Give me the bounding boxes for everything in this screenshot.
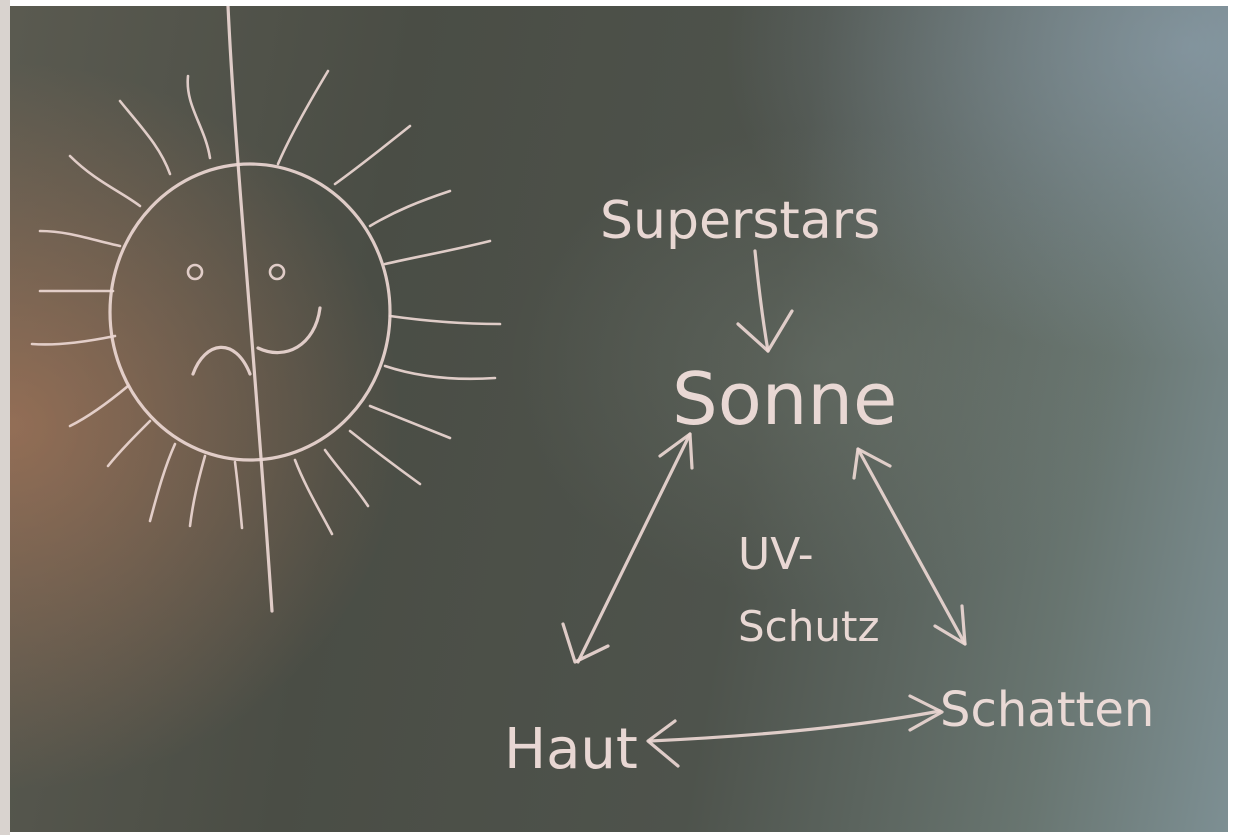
chalkboard: Superstars Sonne UV- Schutz Haut Schatte… xyxy=(10,6,1228,832)
sun-rays xyxy=(30,69,502,536)
arrow-sonne-haut xyxy=(561,432,694,664)
sun-dividing-line xyxy=(226,6,274,613)
sun-right-eye xyxy=(268,263,286,281)
word-sonne: Sonne xyxy=(672,357,897,441)
arrow-haut-schatten xyxy=(646,694,944,768)
word-haut: Haut xyxy=(504,717,638,782)
arrow-sonne-schatten xyxy=(852,447,967,646)
word-uv: UV- xyxy=(738,529,814,580)
word-superstars: Superstars xyxy=(600,191,880,251)
word-schutz: Schutz xyxy=(738,602,880,651)
sun-sad-mouth xyxy=(191,345,252,376)
arrow-superstars-to-sonne xyxy=(736,249,794,353)
sun-drawing xyxy=(30,6,502,613)
word-schatten: Schatten xyxy=(940,682,1154,738)
wall-edge xyxy=(0,0,10,835)
sun-circle xyxy=(108,162,392,462)
sun-left-eye xyxy=(186,263,204,281)
chalk-drawing: Superstars Sonne UV- Schutz Haut Schatte… xyxy=(30,6,1154,782)
sun-happy-mouth xyxy=(256,306,322,355)
